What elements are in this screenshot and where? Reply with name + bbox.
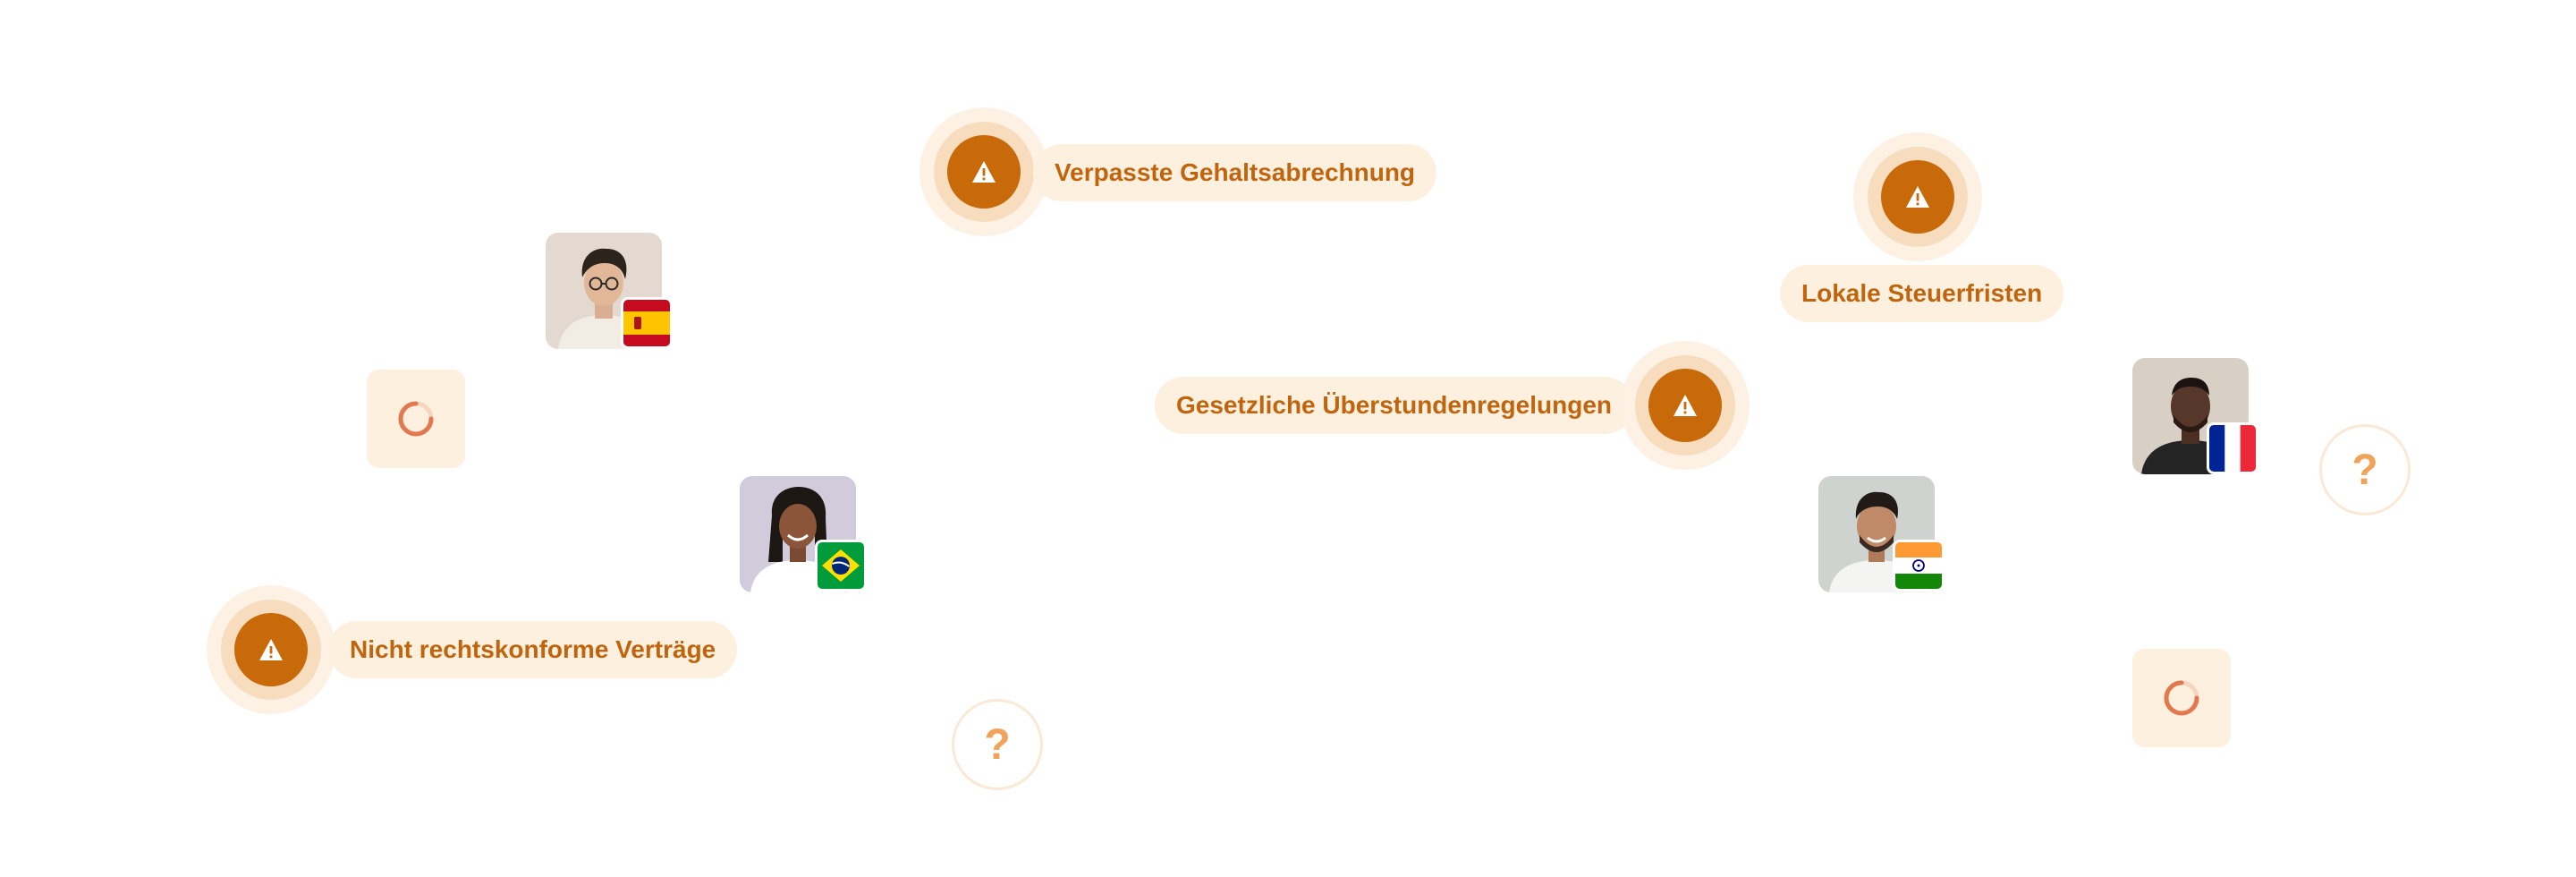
alert-halo xyxy=(934,122,1034,222)
alert-core xyxy=(1648,369,1722,442)
loading-card-right xyxy=(2132,649,2231,747)
alert-label-overtime: Gesetzliche Überstundenregelungen xyxy=(1155,377,1633,434)
alert-core xyxy=(947,135,1021,209)
warning-triangle-icon xyxy=(1674,395,1697,416)
alert-badge-contracts xyxy=(207,585,335,714)
alert-badge-tax-deadlines xyxy=(1853,132,1982,261)
alert-halo xyxy=(1635,355,1735,456)
loading-spinner-icon xyxy=(2164,680,2199,716)
alert-label-payroll: Verpasste Gehaltsabrechnung xyxy=(1033,144,1437,201)
alert-badge-payroll xyxy=(919,107,1048,236)
warning-triangle-icon xyxy=(1906,186,1929,208)
question-bubble-left: ? xyxy=(952,699,1043,790)
alert-core xyxy=(1881,160,1954,234)
alert-label-contracts: Nicht rechtskonforme Verträge xyxy=(328,621,738,678)
question-bubble-right: ? xyxy=(2319,424,2411,515)
warning-triangle-icon xyxy=(972,161,996,183)
alert-core xyxy=(234,613,308,686)
brazil-flag-icon xyxy=(815,540,867,592)
alert-halo xyxy=(1868,147,1968,247)
france-flag-icon xyxy=(2207,422,2258,474)
warning-triangle-icon xyxy=(259,639,283,660)
loading-card-left xyxy=(367,370,465,468)
alert-badge-overtime xyxy=(1621,341,1750,470)
loading-spinner-icon xyxy=(398,401,434,437)
spain-flag-icon xyxy=(621,297,673,349)
avatar-person-india xyxy=(1818,476,1935,592)
alert-label-tax-deadlines: Lokale Steuerfristen xyxy=(1780,265,2064,322)
india-flag-icon xyxy=(1893,540,1945,592)
alert-halo xyxy=(221,600,321,700)
